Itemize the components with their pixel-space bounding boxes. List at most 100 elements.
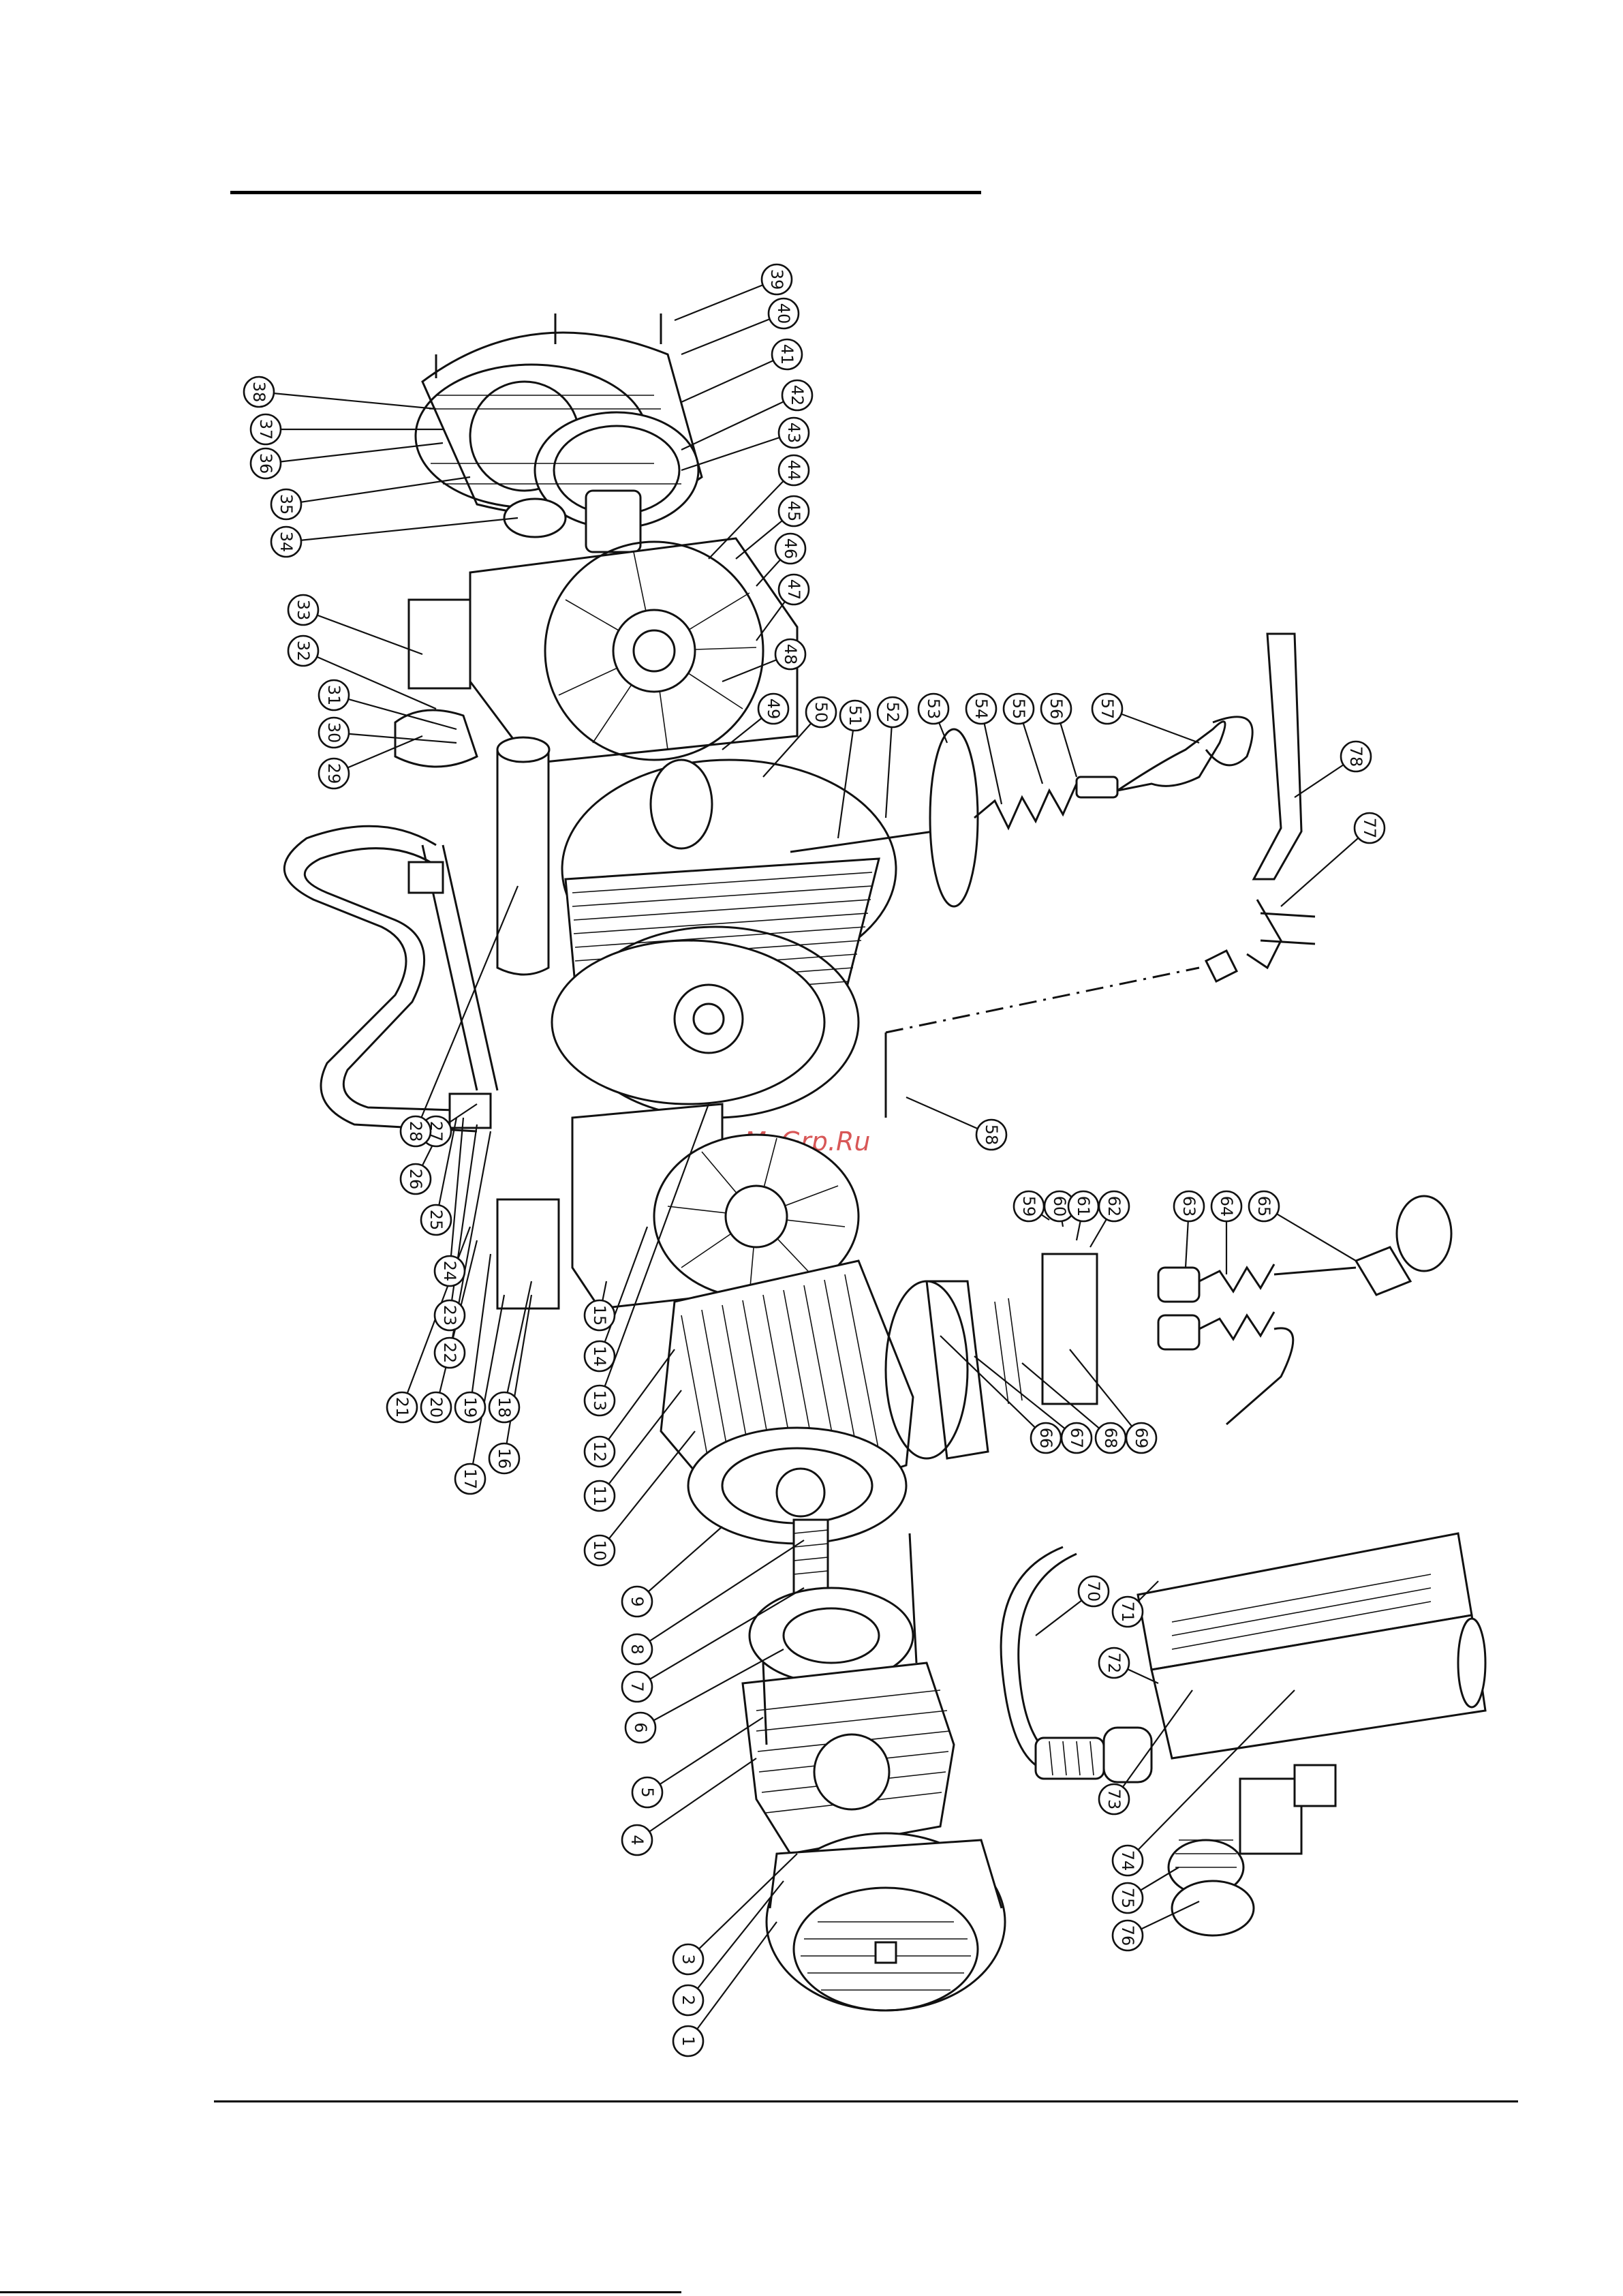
leader-line: [504, 1295, 531, 1458]
callout-number: 10: [590, 1540, 609, 1561]
callout-64: 64: [1211, 1191, 1241, 1274]
callout-number: 46: [781, 538, 800, 560]
pendant-control: [1001, 1533, 1485, 1935]
callout-number: 15: [590, 1305, 609, 1326]
callout-number: 76: [1118, 1925, 1137, 1946]
callout-number: 5: [638, 1787, 657, 1797]
fan-cover: [767, 1833, 1005, 2010]
callout-number: 58: [982, 1124, 1001, 1146]
leader-line: [647, 1717, 763, 1792]
callout-63: 63: [1174, 1191, 1204, 1268]
callout-52: 52: [878, 697, 908, 818]
callout-number: 66: [1036, 1428, 1055, 1449]
leader-line: [303, 610, 422, 654]
callout-34: 34: [271, 518, 518, 557]
leader-line: [681, 395, 797, 450]
callout-number: 6: [631, 1722, 650, 1732]
callout-number: 77: [1360, 818, 1379, 839]
callout-36: 36: [251, 443, 443, 478]
callout-16: 16: [489, 1295, 531, 1473]
leader-line: [259, 392, 436, 409]
leader-line: [1281, 828, 1370, 906]
callout-number: 22: [440, 1343, 459, 1364]
gearbox-cover: [416, 313, 702, 552]
callout-number: 69: [1132, 1428, 1151, 1449]
callout-number: 68: [1101, 1428, 1120, 1449]
callout-number: 4: [628, 1835, 647, 1845]
callout-number: 31: [324, 685, 343, 706]
callout-number: 75: [1118, 1888, 1137, 1909]
callout-22: 22: [435, 1131, 491, 1368]
brake-housing: [743, 1533, 954, 1854]
callout-number: 52: [883, 702, 902, 723]
callout-number: 13: [590, 1390, 609, 1411]
callout-number: 14: [590, 1346, 609, 1367]
callout-number: 71: [1118, 1602, 1137, 1623]
callout-number: 19: [461, 1397, 480, 1418]
callout-56: 56: [1041, 694, 1077, 777]
callout-number: 44: [784, 460, 803, 481]
callout-number: 73: [1104, 1789, 1124, 1810]
callout-number: 60: [1050, 1196, 1069, 1217]
leader-line: [637, 1527, 722, 1602]
rope-drum: [552, 760, 896, 1118]
callout-number: 49: [764, 699, 783, 720]
callout-number: 51: [846, 705, 865, 726]
callout-number: 74: [1118, 1850, 1137, 1871]
leader-line: [1264, 1206, 1356, 1261]
callout-number: 63: [1179, 1196, 1199, 1217]
callout-78: 78: [1295, 741, 1371, 797]
callout-number: 55: [1009, 699, 1028, 720]
callout-number: 59: [1019, 1196, 1038, 1217]
leader-line: [681, 313, 784, 354]
callout-number: 12: [590, 1441, 609, 1463]
callout-70: 70: [1036, 1576, 1109, 1636]
callout-number: 65: [1254, 1196, 1273, 1217]
leader-line: [675, 279, 777, 320]
callout-number: 16: [495, 1448, 514, 1469]
callout-number: 42: [788, 385, 807, 406]
callout-number: 61: [1074, 1196, 1093, 1217]
handle-rail: [284, 826, 497, 1131]
callout-77: 77: [1281, 813, 1385, 906]
leader-line: [681, 433, 794, 470]
callout-58: 58: [906, 1097, 1006, 1150]
callout-number: 40: [774, 303, 793, 324]
callout-number: 24: [440, 1261, 459, 1282]
callout-number: 56: [1047, 699, 1066, 720]
callout-number: 70: [1084, 1581, 1103, 1602]
callout-55: 55: [1004, 694, 1042, 784]
callout-number: 47: [784, 579, 803, 600]
callout-number: 41: [777, 344, 797, 365]
callout-37: 37: [251, 414, 443, 444]
leader-line: [286, 518, 518, 542]
callout-number: 25: [427, 1210, 446, 1231]
callout-number: 29: [324, 763, 343, 784]
callout-number: 50: [812, 702, 831, 723]
callout-number: 28: [406, 1121, 425, 1142]
callout-number: 45: [784, 501, 803, 522]
frame-plate: [395, 538, 797, 767]
leader-line: [688, 1922, 777, 2041]
callout-number: 18: [495, 1397, 514, 1418]
callout-number: 39: [767, 269, 786, 290]
callout-number: 78: [1346, 746, 1365, 767]
callout-number: 38: [249, 382, 268, 403]
callout-number: 34: [277, 532, 296, 553]
callout-number: 20: [427, 1397, 446, 1418]
callout-number: 53: [924, 699, 943, 720]
callout-number: 33: [294, 600, 313, 621]
callout-number: 57: [1098, 699, 1117, 720]
callout-53: 53: [918, 694, 948, 743]
callout-number: 7: [628, 1681, 647, 1692]
callout-number: 11: [590, 1486, 609, 1507]
callout-number: 35: [277, 494, 296, 515]
leader-line: [286, 477, 470, 504]
callout-65: 65: [1249, 1191, 1356, 1261]
motor-shaft: [749, 1520, 913, 1683]
callout-number: 30: [324, 722, 343, 744]
callout-number: 21: [392, 1397, 412, 1418]
callout-number: 43: [784, 423, 803, 444]
callout-number: 36: [256, 453, 275, 474]
